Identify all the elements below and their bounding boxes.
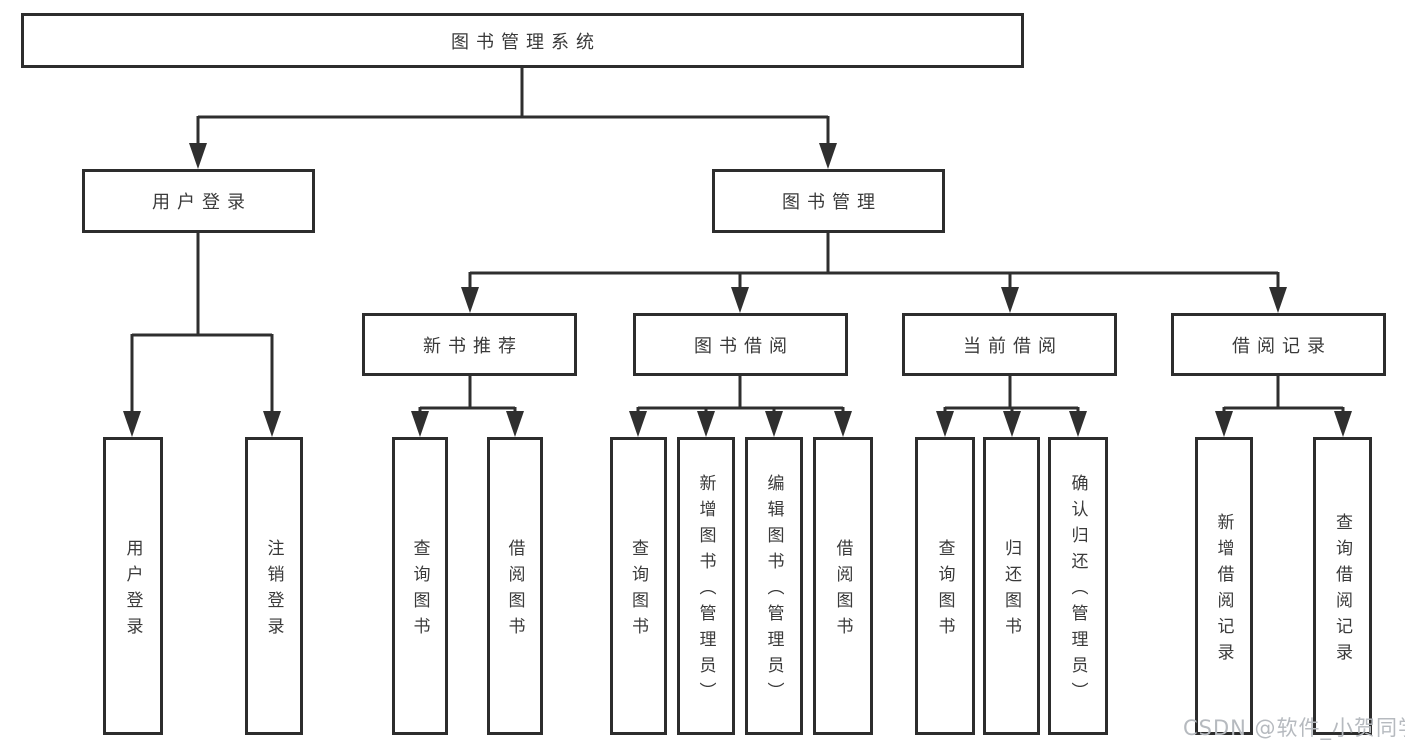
leaf-label: 归还图书 bbox=[1001, 538, 1021, 643]
node-borrow-records: 借阅记录 bbox=[1171, 313, 1386, 376]
arrow-down-icon bbox=[1215, 411, 1233, 437]
arrow-down-icon bbox=[1334, 411, 1352, 437]
arrow-down-icon bbox=[411, 411, 429, 437]
arrow-down-icon bbox=[1069, 411, 1087, 437]
node-book-management: 图书管理 bbox=[712, 169, 945, 233]
arrow-down-icon bbox=[731, 287, 749, 313]
leaf-query-borrow-record: 查询借阅记录 bbox=[1313, 437, 1372, 735]
arrow-down-icon bbox=[1001, 287, 1019, 313]
arrow-down-icon bbox=[461, 287, 479, 313]
leaf-label: 查询借阅记录 bbox=[1332, 512, 1352, 669]
arrow-down-icon bbox=[1269, 287, 1287, 313]
node-root-system: 图书管理系统 bbox=[21, 13, 1024, 68]
leaf-query-books: 查询图书 bbox=[915, 437, 975, 735]
leaf-label: 借阅图书 bbox=[504, 538, 525, 643]
leaf-label: 新增借阅记录 bbox=[1213, 512, 1234, 669]
leaf-label: 查询图书 bbox=[934, 538, 955, 643]
leaf-label: 编辑图书（管理员） bbox=[763, 473, 784, 708]
leaf-label: 查询图书 bbox=[628, 538, 648, 643]
arrow-down-icon bbox=[263, 411, 281, 437]
arrow-down-icon bbox=[819, 143, 837, 169]
leaf-borrow-books: 借阅图书 bbox=[813, 437, 873, 735]
leaf-confirm-return-admin: 确认归还（管理员） bbox=[1048, 437, 1108, 735]
arrow-down-icon bbox=[834, 411, 852, 437]
leaf-label: 借阅图书 bbox=[832, 538, 853, 643]
leaf-label: 查询图书 bbox=[409, 538, 430, 643]
arrow-down-icon bbox=[936, 411, 954, 437]
leaf-label: 用户登录 bbox=[122, 538, 143, 643]
leaf-label: 确认归还（管理员） bbox=[1067, 473, 1088, 708]
leaf-logout: 注销登录 bbox=[245, 437, 303, 735]
leaf-query-books: 查询图书 bbox=[392, 437, 448, 735]
arrow-down-icon bbox=[189, 143, 207, 169]
node-current-borrow: 当前借阅 bbox=[902, 313, 1117, 376]
leaf-user-login: 用户登录 bbox=[103, 437, 163, 735]
leaf-borrow-books: 借阅图书 bbox=[487, 437, 543, 735]
node-new-book-recommend: 新书推荐 bbox=[362, 313, 577, 376]
arrow-down-icon bbox=[765, 411, 783, 437]
node-book-borrow: 图书借阅 bbox=[633, 313, 848, 376]
arrow-down-icon bbox=[506, 411, 524, 437]
leaf-add-borrow-record: 新增借阅记录 bbox=[1195, 437, 1253, 735]
leaf-label: 新增图书（管理员） bbox=[695, 473, 716, 708]
leaf-query-books: 查询图书 bbox=[610, 437, 667, 735]
node-user-login: 用户登录 bbox=[82, 169, 315, 233]
arrow-down-icon bbox=[123, 411, 141, 437]
leaf-return-books: 归还图书 bbox=[983, 437, 1040, 735]
csdn-watermark: CSDN @软件_小贺同学 bbox=[1183, 716, 1405, 740]
leaf-edit-books-admin: 编辑图书（管理员） bbox=[745, 437, 803, 735]
arrow-down-icon bbox=[629, 411, 647, 437]
leaf-add-books-admin: 新增图书（管理员） bbox=[677, 437, 735, 735]
leaf-label: 注销登录 bbox=[263, 538, 284, 643]
arrow-down-icon bbox=[697, 411, 715, 437]
arrow-down-icon bbox=[1003, 411, 1021, 437]
